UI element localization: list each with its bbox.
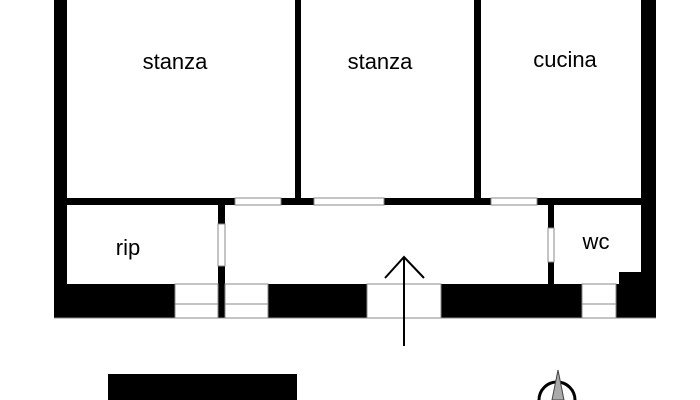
window-wc: [581, 283, 617, 319]
wall-divider-1: [295, 0, 301, 205]
wall-bottom-2: [268, 284, 367, 318]
entrance-arrow-icon: [384, 255, 425, 346]
wall-divider-2: [474, 0, 481, 205]
door-wc: [547, 227, 555, 263]
wall-wc-corner: [619, 272, 641, 284]
room-label-rip: rip: [115, 235, 141, 260]
wall-bottom-4: [616, 284, 656, 318]
wall-bottom-3: [441, 284, 582, 318]
wall-bottom-1: [54, 284, 175, 318]
scale-bar: [108, 374, 297, 400]
door-stanza-2: [313, 197, 385, 206]
room-label-stanza-1: stanza: [142, 49, 208, 74]
room-label-wc: wc: [582, 229, 610, 254]
door-rip: [217, 223, 226, 267]
door-stanza-1: [234, 197, 282, 206]
wall-left: [54, 0, 67, 318]
compass-north-icon: [537, 369, 577, 400]
window-corridor: [224, 283, 269, 319]
room-label-stanza-2: stanza: [347, 49, 413, 74]
window-rip: [174, 283, 219, 319]
door-cucina: [490, 197, 538, 206]
room-label-cucina: cucina: [533, 47, 597, 72]
wall-right: [641, 0, 656, 318]
